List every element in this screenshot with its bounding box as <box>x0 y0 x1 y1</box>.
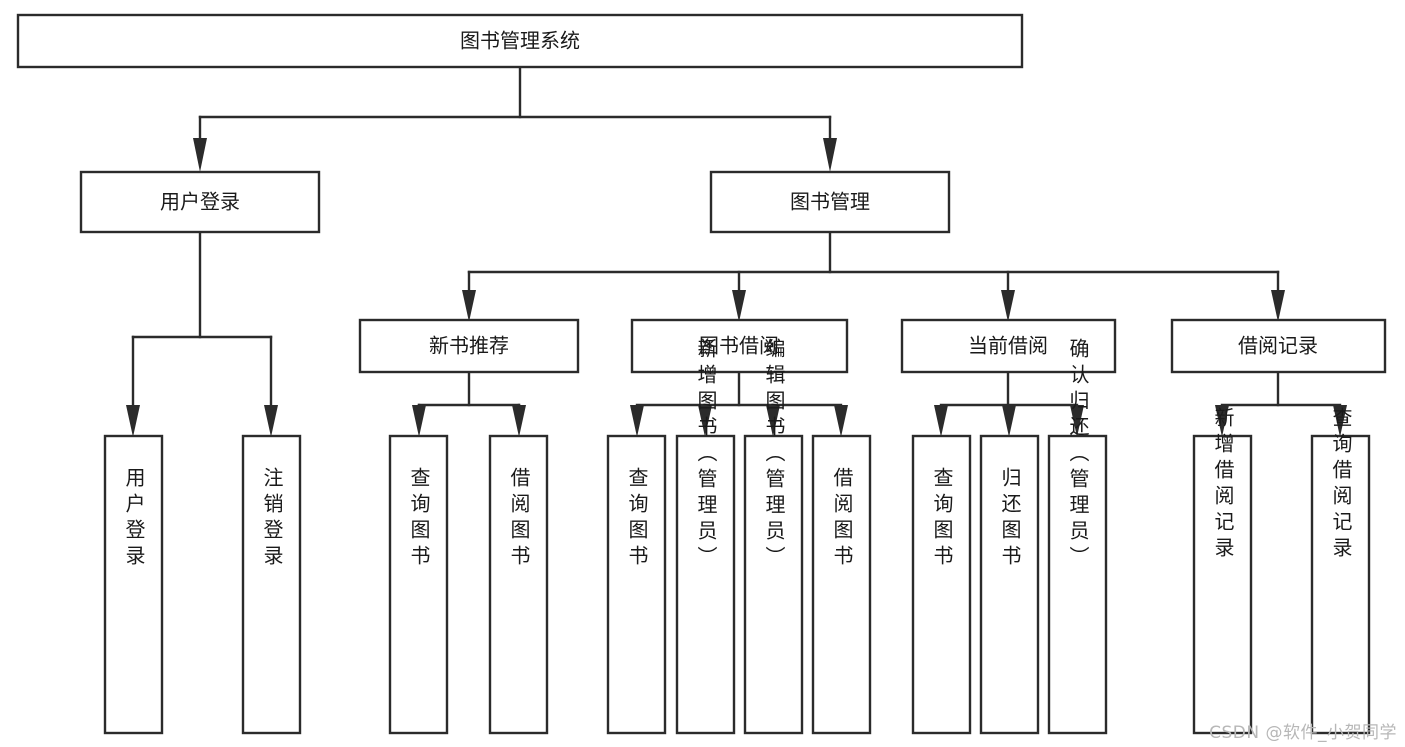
node-current-borrow-box[interactable] <box>900 318 1117 374</box>
arrow-head-current-borrow <box>1001 290 1015 322</box>
node-leaf-confirm-return[interactable]: 确认归还（管理员） <box>1047 338 1108 735</box>
arrow-head-leaf-query-record <box>1333 405 1347 437</box>
arrow-head-leaf-logout <box>264 405 278 437</box>
node-leaf-add-record-label: 新增借阅记录 <box>1211 407 1235 563</box>
node-leaf-borrow-book-2-label: 借阅图书 <box>830 467 854 571</box>
node-book-borrow-label: 图书借阅 <box>699 334 779 358</box>
node-leaf-borrow-book-2[interactable]: 借阅图书 <box>811 434 872 735</box>
arrow-head-book-borrow <box>732 290 746 322</box>
node-leaf-return-book-box[interactable] <box>979 434 1040 735</box>
node-borrow-record[interactable]: 借阅记录 <box>1170 318 1387 374</box>
node-leaf-add-book[interactable]: 新增图书（管理员） <box>675 338 736 735</box>
node-leaf-query-record-box[interactable] <box>1310 434 1371 735</box>
node-leaf-query-book-2[interactable]: 查询图书 <box>606 434 667 735</box>
node-book-borrow-box[interactable] <box>630 318 849 374</box>
arrow-head-leaf-add-record <box>1215 405 1229 437</box>
node-leaf-logout-label: 注销登录 <box>260 467 284 571</box>
node-leaf-user-login-box[interactable] <box>103 434 164 735</box>
node-leaf-add-book-box[interactable] <box>675 434 736 735</box>
node-root-box[interactable] <box>16 13 1024 69</box>
node-leaf-query-record[interactable]: 查询借阅记录 <box>1310 407 1371 735</box>
arrow-head-new-book-rec <box>462 290 476 322</box>
arrow-head-leaf-confirm-return <box>1070 405 1084 437</box>
node-leaf-query-book-3-label: 查询图书 <box>930 467 954 571</box>
node-leaf-query-book-3-box[interactable] <box>911 434 972 735</box>
node-current-borrow-label: 当前借阅 <box>968 334 1048 358</box>
arrow-head-leaf-user-login <box>126 405 140 437</box>
connector-layer <box>126 65 1347 437</box>
node-book-manage-label: 图书管理 <box>790 190 870 214</box>
node-user-login-label: 用户登录 <box>160 190 240 214</box>
node-leaf-query-book-1[interactable]: 查询图书 <box>388 434 449 735</box>
node-leaf-query-book-1-label: 查询图书 <box>407 467 431 571</box>
node-new-book-rec-box[interactable] <box>358 318 580 374</box>
node-leaf-user-login-label: 用户登录 <box>122 467 146 571</box>
node-user-login-box[interactable] <box>79 170 321 234</box>
node-leaf-logout[interactable]: 注销登录 <box>241 434 302 735</box>
node-leaf-borrow-book-1-label: 借阅图书 <box>507 467 531 571</box>
node-leaf-logout-box[interactable] <box>241 434 302 735</box>
node-leaf-return-book[interactable]: 归还图书 <box>979 434 1040 735</box>
arrow-head-book-manage <box>823 138 837 172</box>
arrow-head-leaf-query-book-2 <box>630 405 644 437</box>
node-borrow-record-box[interactable] <box>1170 318 1387 374</box>
node-leaf-add-book-label: 新增图书（管理员） <box>694 338 718 572</box>
node-leaf-return-book-label: 归还图书 <box>998 467 1022 571</box>
arrow-head-borrow-record <box>1271 290 1285 322</box>
arrow-head-leaf-query-book-3 <box>934 405 948 437</box>
arrow-head-leaf-borrow-book-2 <box>834 405 848 437</box>
node-leaf-user-login[interactable]: 用户登录 <box>103 434 164 735</box>
arrow-head-user-login <box>193 138 207 172</box>
arrow-head-leaf-borrow-book-1 <box>512 405 526 437</box>
node-leaf-query-book-2-box[interactable] <box>606 434 667 735</box>
node-leaf-query-book-3[interactable]: 查询图书 <box>911 434 972 735</box>
node-leaf-edit-book-box[interactable] <box>743 434 804 735</box>
arrow-head-leaf-edit-book <box>766 405 780 437</box>
node-leaf-borrow-book-1[interactable]: 借阅图书 <box>488 434 549 735</box>
node-current-borrow[interactable]: 当前借阅 <box>900 318 1117 374</box>
node-leaf-confirm-return-box[interactable] <box>1047 434 1108 735</box>
node-book-borrow[interactable]: 图书借阅 <box>630 318 849 374</box>
node-leaf-query-book-1-box[interactable] <box>388 434 449 735</box>
node-leaf-add-record-box[interactable] <box>1192 434 1253 735</box>
node-leaf-query-record-label: 查询借阅记录 <box>1329 407 1353 563</box>
node-leaf-borrow-book-2-box[interactable] <box>811 434 872 735</box>
node-root[interactable]: 图书管理系统 <box>16 13 1024 69</box>
node-book-manage[interactable]: 图书管理 <box>709 170 951 234</box>
node-root-label: 图书管理系统 <box>460 29 580 53</box>
node-leaf-add-record[interactable]: 新增借阅记录 <box>1192 407 1253 735</box>
node-leaf-confirm-return-label: 确认归还（管理员） <box>1066 338 1090 572</box>
node-leaf-edit-book-label: 编辑图书（管理员） <box>762 338 786 572</box>
node-new-book-rec[interactable]: 新书推荐 <box>358 318 580 374</box>
node-borrow-record-label: 借阅记录 <box>1238 334 1318 358</box>
node-leaf-edit-book[interactable]: 编辑图书（管理员） <box>743 338 804 735</box>
arrow-head-leaf-return-book <box>1002 405 1016 437</box>
node-leaf-borrow-book-1-box[interactable] <box>488 434 549 735</box>
node-user-login[interactable]: 用户登录 <box>79 170 321 234</box>
node-book-manage-box[interactable] <box>709 170 951 234</box>
arrow-head-leaf-add-book <box>698 405 712 437</box>
arrow-head-leaf-query-book-1 <box>412 405 426 437</box>
node-new-book-rec-label: 新书推荐 <box>429 334 509 358</box>
node-leaf-query-book-2-label: 查询图书 <box>625 467 649 571</box>
